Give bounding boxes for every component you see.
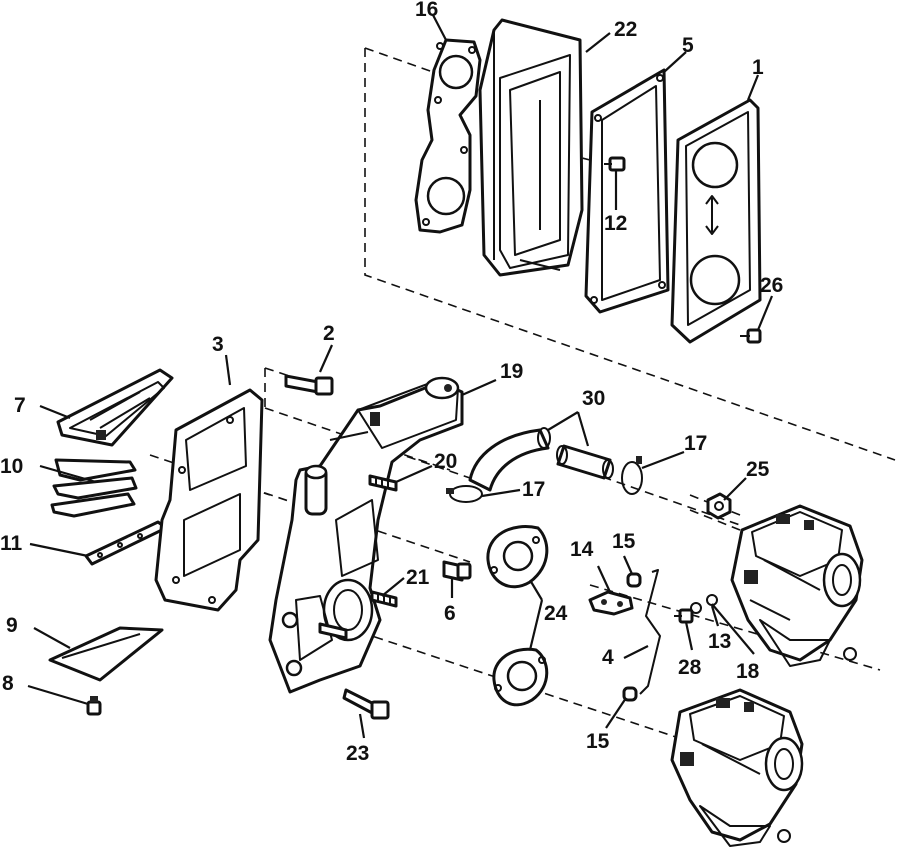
part-23-bolt [342, 688, 390, 720]
callout-4: 4 [602, 646, 614, 669]
callout-2: 2 [323, 322, 335, 345]
callout-10: 10 [0, 455, 23, 478]
callout-12: 12 [604, 212, 627, 235]
part-20-stud [368, 474, 398, 492]
callout-1: 1 [752, 56, 764, 79]
callout-5: 5 [682, 34, 694, 57]
callout-16: 16 [415, 0, 438, 21]
part-14-bracket [588, 590, 634, 616]
callout-23: 23 [346, 742, 369, 765]
callout-20: 20 [434, 450, 457, 473]
part-16-gasket [414, 38, 482, 234]
callout-28: 28 [678, 656, 702, 679]
carburetor-lower [670, 688, 804, 847]
part-5-gasket [584, 68, 670, 314]
part-17-clamp-a [446, 485, 483, 503]
part-4-link-rod [639, 569, 661, 695]
part-24-gasket-upper [486, 525, 549, 589]
part-11-stop-plate [84, 520, 168, 566]
part-2-bolt [284, 374, 334, 396]
callout-26: 26 [760, 274, 783, 297]
callout-15b: 15 [586, 730, 610, 753]
callout-19: 19 [500, 360, 523, 383]
callout-8: 8 [2, 672, 14, 695]
part-22-housing [478, 18, 584, 277]
part-26-screw [740, 328, 762, 344]
part-18-carburetor-upper [730, 504, 864, 667]
part-3-gasket [154, 388, 264, 612]
callout-18: 18 [736, 660, 760, 683]
callout-3: 3 [212, 333, 224, 356]
leader-lines [27, 14, 774, 739]
part-17-clamp-b [621, 456, 643, 495]
callout-22: 22 [614, 18, 637, 41]
callout-21: 21 [406, 566, 430, 589]
callout-11: 11 [0, 532, 23, 555]
part-30-hose-a [468, 427, 551, 492]
part-9-plate [48, 626, 164, 682]
callout-24: 24 [544, 602, 568, 625]
callout-13: 13 [708, 630, 731, 653]
callout-17a: 17 [522, 478, 545, 501]
part-21-stud [318, 590, 398, 640]
part-28-screw [674, 608, 694, 624]
callout-25: 25 [746, 458, 770, 481]
callout-7: 7 [14, 394, 26, 417]
part-6-screw [442, 560, 472, 582]
callout-17b: 17 [684, 432, 707, 455]
part-15-clip-lower [622, 686, 638, 702]
callout-labels: 16 22 5 1 12 26 2 3 19 7 10 11 9 8 20 21… [0, 0, 783, 765]
callout-6: 6 [444, 602, 456, 625]
part-1-cover [670, 98, 762, 344]
callout-14: 14 [570, 538, 594, 561]
callout-15a: 15 [612, 530, 636, 553]
callout-30: 30 [582, 387, 605, 410]
intake-manifold [268, 376, 464, 694]
part-8-screw [86, 696, 102, 716]
callout-9: 9 [6, 614, 18, 637]
part-24-gasket-lower [492, 647, 549, 707]
part-7-reed-block [56, 368, 174, 447]
part-30-hose-b [556, 444, 614, 480]
part-15-clip-upper [626, 572, 642, 588]
part-10-reeds [50, 458, 138, 518]
